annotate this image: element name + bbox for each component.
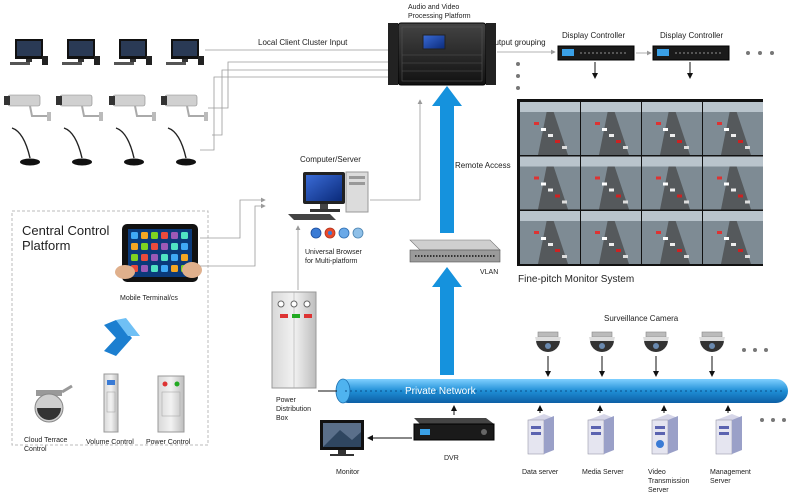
dome-camera-icon xyxy=(643,331,669,377)
local-client-desktops xyxy=(10,39,204,65)
microphone-icon xyxy=(63,127,92,166)
dvr-label: DVR xyxy=(444,455,459,462)
video-wall-cell xyxy=(703,102,763,155)
fine-pitch-monitor-wall xyxy=(517,99,763,266)
server-icon xyxy=(651,405,678,455)
output-grouping-label: output grouping xyxy=(490,38,546,47)
network-to-vlan-arrow xyxy=(432,267,462,375)
central-control-label-2: Platform xyxy=(22,238,70,253)
video-transmission-label-3: Server xyxy=(648,487,669,494)
dvr-device xyxy=(413,418,495,441)
mobile-terminal-tablet xyxy=(115,224,202,282)
processing-platform-label-2: Processing Platform xyxy=(408,13,471,20)
surveillance-camera-label: Surveillance Camera xyxy=(604,314,679,323)
bullet-camera-icon xyxy=(4,94,51,121)
output-dots-vertical xyxy=(516,62,520,90)
video-transmission-label-1: Video xyxy=(648,469,666,476)
volume-control-label: Volume Control xyxy=(86,439,134,446)
display-controller-1 xyxy=(557,45,635,61)
display-controller-2-label: Display Controller xyxy=(660,31,723,40)
processing-platform-label-1: Audio and Video xyxy=(408,4,459,11)
servers xyxy=(527,405,742,455)
data-server-label: Data server xyxy=(522,469,559,476)
monitor-device xyxy=(320,420,364,456)
video-wall-cell xyxy=(581,102,641,155)
cloud-terrace-label-2: Control xyxy=(24,446,47,453)
bullet-cameras xyxy=(4,94,208,121)
server-icon xyxy=(527,405,554,455)
video-wall-cell xyxy=(581,211,641,264)
server-dots xyxy=(760,418,786,422)
private-network-tube xyxy=(335,378,788,404)
cloud-terrace-camera xyxy=(34,384,73,423)
monitor-system-label: Fine-pitch Monitor System xyxy=(518,274,634,285)
power-distribution-label-3: Box xyxy=(276,415,289,422)
computer-server xyxy=(288,171,369,220)
power-distribution-label-1: Power xyxy=(276,397,297,404)
dome-dots xyxy=(742,348,768,352)
video-wall-cell xyxy=(520,102,580,155)
video-wall-cell xyxy=(703,211,763,264)
surveillance-cameras xyxy=(535,331,725,377)
dome-camera-icon xyxy=(589,331,615,377)
private-network-label: Private Network xyxy=(405,386,477,397)
microphone-icon xyxy=(11,127,40,166)
central-control-frame xyxy=(11,210,209,446)
display-controller-1-label: Display Controller xyxy=(562,31,625,40)
display-controller-2 xyxy=(652,45,730,61)
media-server-label: Media Server xyxy=(582,469,624,476)
server-icon xyxy=(587,405,614,455)
computer-server-label: Computer/Server xyxy=(300,155,361,164)
processing-platform xyxy=(388,22,496,86)
microphone-icon xyxy=(167,127,196,166)
local-client-input-label: Local Client Cluster Input xyxy=(258,38,348,47)
cloud-terrace-label-1: Cloud Terrace xyxy=(24,437,68,444)
dome-camera-icon xyxy=(699,331,725,377)
video-wall-cell xyxy=(642,211,702,264)
mobile-terminal-label: Mobile Terminal/cs xyxy=(120,295,178,302)
volume-control-cabinet xyxy=(103,373,119,433)
vlan-label: VLAN xyxy=(480,269,498,276)
universal-browser-label-1: Universal Browser xyxy=(305,249,362,256)
power-control-cabinet xyxy=(157,375,185,433)
video-transmission-label-2: Transmission xyxy=(648,478,689,485)
video-wall-cell xyxy=(642,102,702,155)
central-control-label-1: Central Control xyxy=(22,223,110,238)
server-icon xyxy=(715,405,742,455)
video-wall-cell xyxy=(520,156,580,210)
bullet-camera-icon xyxy=(56,94,103,121)
microphone-icon xyxy=(115,127,144,166)
remote-access-arrow xyxy=(432,86,462,233)
client-input-lines xyxy=(200,47,394,151)
dome-camera-icon xyxy=(535,331,561,377)
monitor-label: Monitor xyxy=(336,469,360,476)
power-control-label: Power Control xyxy=(146,439,191,446)
desktop-monitor-icon xyxy=(62,39,100,65)
management-server-label-1: Management xyxy=(710,469,751,476)
browser-icons xyxy=(310,227,364,239)
power-distribution-label-2: Distribution xyxy=(276,406,311,413)
universal-browser-label-2: for Multi-platform xyxy=(305,258,358,265)
bullet-camera-icon xyxy=(161,94,208,121)
vlan-switch xyxy=(409,239,501,263)
management-server-label-2: Server xyxy=(710,478,731,485)
controller-dots xyxy=(746,51,774,55)
power-distribution-box xyxy=(271,291,317,389)
chevron-logo-icon xyxy=(104,318,140,356)
remote-access-label: Remote Access xyxy=(455,161,511,170)
video-wall-cell xyxy=(581,156,641,210)
video-wall-cell xyxy=(520,211,580,264)
desktop-monitor-icon xyxy=(114,39,152,65)
microphones xyxy=(11,127,196,166)
video-wall-cell xyxy=(703,156,763,210)
bullet-camera-icon xyxy=(109,94,156,121)
desktop-monitor-icon xyxy=(166,39,204,65)
desktop-monitor-icon xyxy=(10,39,48,65)
video-wall-cell xyxy=(642,156,702,210)
